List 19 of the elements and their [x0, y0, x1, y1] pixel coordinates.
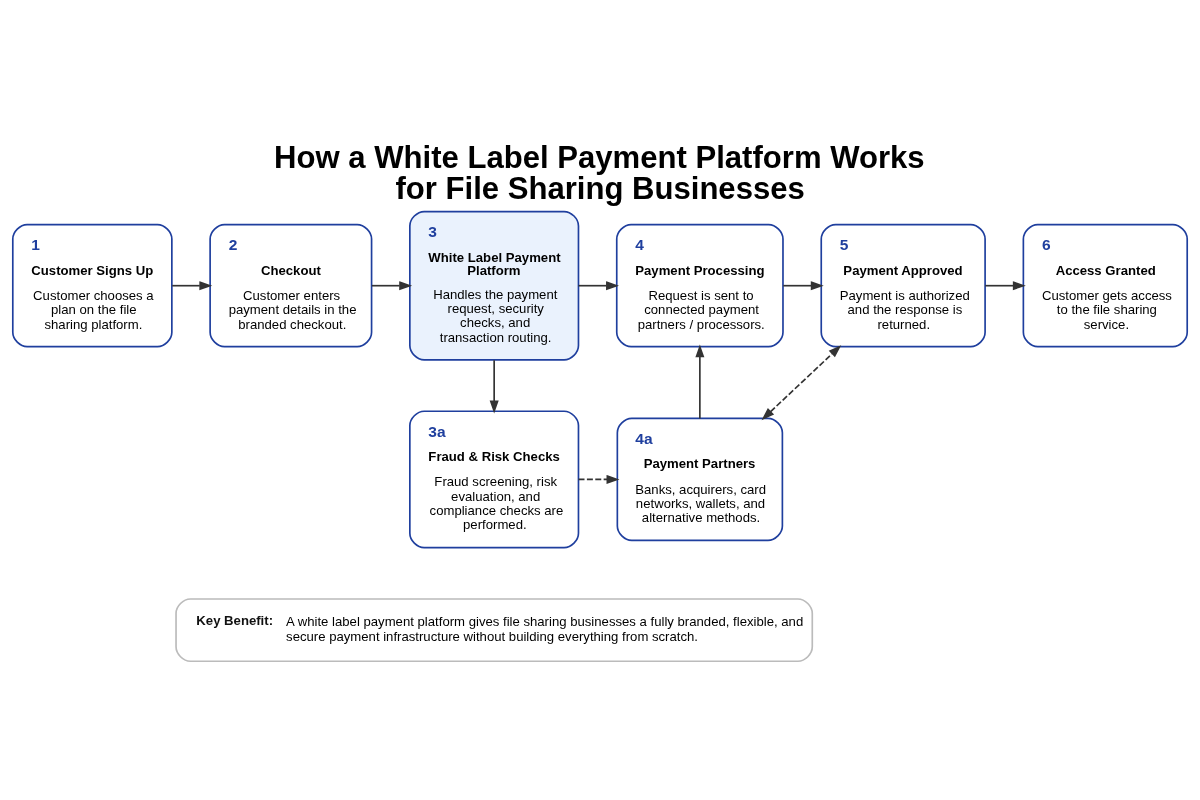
arrow	[371, 280, 413, 290]
arrow	[984, 280, 1026, 290]
arrow	[171, 280, 213, 290]
arrow	[577, 280, 619, 290]
arrow	[489, 359, 499, 413]
node-box: 3 White Label Payment Platform Handles the payment request, security checks, and transaction routing.	[409, 210, 580, 361]
node-box: 1 Customer Signs Up Customer chooses a plan on the file sharing platform.	[11, 223, 173, 347]
node-box: 2 Checkout Customer enters payment details in the branded checkout.	[209, 223, 373, 347]
arrow	[577, 474, 620, 484]
arrow	[761, 344, 842, 420]
node-box: 4a Payment Partners Banks, acquirers, card networks, wallets, and alternative methods.	[616, 417, 784, 541]
diagram-title: How a White Label Payment Platform Works for File Sharing Businesses	[274, 139, 925, 206]
arrow	[782, 280, 824, 290]
node-box: Key Benefit: A white label payment platform gives file sharing businesses a fully branded, flexible, and secure payment infrastructure without building everything from scratch.	[175, 597, 814, 662]
node-box: 6 Access Granted Customer gets access to the file sharing service.	[1022, 223, 1189, 347]
node-box: 3a Fraud & Risk Checks Fraud screening, risk evaluation, and compliance checks are performed.	[409, 409, 580, 548]
node-box: 4 Payment Processing Request is sent to connected payment partners / processors.	[615, 223, 784, 347]
node-box: 5 Payment Approved Payment is authorized and the response is returned.	[820, 223, 986, 347]
arrow	[695, 343, 705, 419]
